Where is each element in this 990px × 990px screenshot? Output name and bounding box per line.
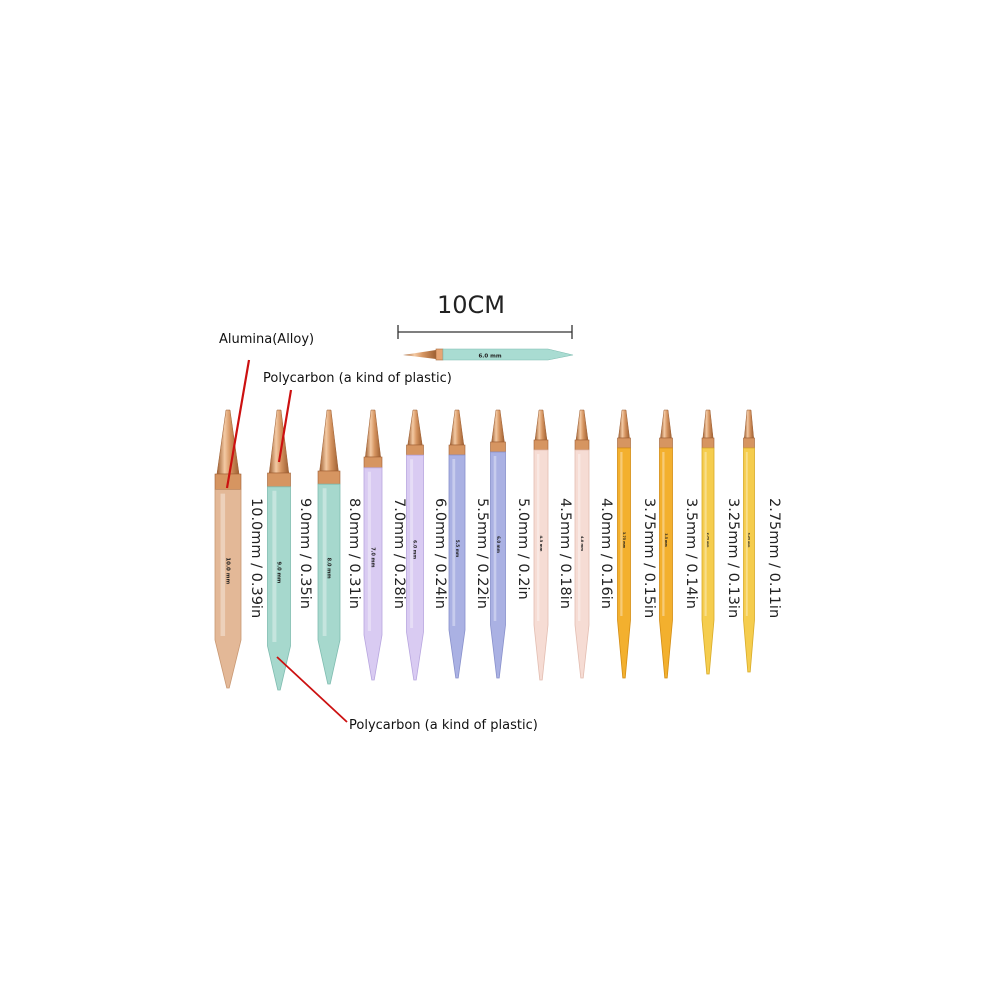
sample-needle-shaft <box>442 348 574 361</box>
needle-7: 6.0 mm 5.0mm / 0.2in <box>490 409 531 679</box>
needle-copper-tip <box>618 409 630 439</box>
needle-shaft <box>214 489 242 689</box>
callout-cable-end-label: Polycarbon (a kind of plastic) <box>263 371 452 386</box>
callout-shaft-label: Polycarbon (a kind of plastic) <box>349 718 538 733</box>
needle-3: 8.0 mm 8.0mm / 0.31in <box>317 409 362 685</box>
needle-shaft <box>617 447 631 679</box>
needle-shaft <box>701 447 715 675</box>
needle-1: 10.0 mm 10.0mm / 0.39in <box>214 409 264 689</box>
needle-copper-tip <box>319 409 339 472</box>
needle-size-label: 2.75mm / 0.11in <box>766 498 782 618</box>
needle-size-label: 5.0mm / 0.2in <box>515 498 531 600</box>
needle-11: 3.5 mm 3.5mm / 0.14in <box>659 409 699 679</box>
needle-2: 9.0 mm 9.0mm / 0.35in <box>267 409 313 691</box>
needle-shaft <box>743 447 755 673</box>
needle-copper-tip <box>575 409 589 441</box>
needle-shaft <box>490 451 506 679</box>
scale-label: 10CM <box>437 291 505 319</box>
needle-size-label: 4.0mm / 0.16in <box>598 498 614 609</box>
needle-row: 10.0 mm 10.0mm / 0.39in 9.0 mm 9.0mm / 0.35… <box>214 409 782 691</box>
needle-body-text: 4.5 mm <box>539 536 544 552</box>
needle-ferrule <box>406 444 424 456</box>
needle-copper-tip <box>365 409 381 458</box>
needle-body-text: 9.0 mm <box>276 561 282 583</box>
sample-needle-text: 6.0 mm <box>478 354 501 360</box>
needle-4: 7.0 mm 7.0mm / 0.28in <box>363 409 407 681</box>
needle-size-label: 7.0mm / 0.28in <box>391 498 407 609</box>
needle-size-label: 8.0mm / 0.31in <box>346 498 362 609</box>
callout-line-tip <box>225 359 251 489</box>
callout-cable-end: Polycarbon (a kind of plastic) <box>263 371 452 463</box>
needle-body-text: 3.5 mm <box>664 533 668 547</box>
needle-ferrule <box>743 437 755 449</box>
needle-body-text: 8.0 mm <box>326 558 332 579</box>
callout-line-shaft <box>276 656 348 723</box>
needle-size-label: 3.25mm / 0.13in <box>725 498 741 618</box>
scale-sample-needle: 6.0 mm <box>403 348 574 361</box>
needle-13: 3.25 mm 2.75mm / 0.11in <box>743 409 782 673</box>
needle-shaft <box>448 454 466 679</box>
sample-needle-tip <box>403 350 436 359</box>
needle-size-label: 5.5mm / 0.22in <box>474 498 490 609</box>
needle-body-text: 3.75 mm <box>622 532 626 549</box>
needle-copper-tip <box>744 409 754 439</box>
needle-body-text: 2.75 mm <box>706 533 710 548</box>
needle-body-text: 6.0 mm <box>496 536 501 553</box>
needle-ferrule <box>617 437 631 449</box>
needle-copper-tip <box>702 409 714 439</box>
needle-ferrule <box>267 472 291 488</box>
callout-tip: Alumina(Alloy) <box>219 332 314 489</box>
needle-size-label: 10.0mm / 0.39in <box>248 498 264 618</box>
needle-8: 4.5 mm 4.5mm / 0.18in <box>533 409 573 681</box>
needle-ferrule <box>659 437 673 449</box>
needle-size-label: 3.5mm / 0.14in <box>683 498 699 609</box>
needle-body-text: 10.0 mm <box>225 557 231 584</box>
needle-body-text: 3.25 mm <box>747 533 751 548</box>
needle-shaft <box>363 467 383 681</box>
needle-shaft <box>533 449 549 681</box>
needle-ferrule <box>317 470 341 485</box>
needle-copper-tip <box>660 409 672 439</box>
needle-ferrule <box>574 439 590 451</box>
needle-6: 5.5 mm 5.5mm / 0.22in <box>448 409 490 679</box>
needle-copper-tip <box>491 409 505 443</box>
needle-ferrule <box>533 439 549 451</box>
needle-body-text: 7.0 mm <box>370 547 376 567</box>
needle-body-text: 5.5 mm <box>455 540 460 558</box>
needle-shaft <box>659 447 673 679</box>
needle-copper-tip <box>534 409 548 441</box>
needle-body-text: 4.0 mm <box>580 536 584 551</box>
callout-shaft: Polycarbon (a kind of plastic) <box>276 656 538 733</box>
sample-needle-ferrule <box>435 348 444 361</box>
needle-size-label: 3.75mm / 0.15in <box>641 498 657 618</box>
needle-12: 2.75 mm 3.25mm / 0.13in <box>701 409 741 675</box>
needle-body-text: 6.0 mm <box>412 540 418 559</box>
needle-ferrule <box>448 444 466 456</box>
callout-line-cable-end <box>277 389 293 463</box>
callout-tip-label: Alumina(Alloy) <box>219 332 314 347</box>
needle-9: 4.0 mm 4.0mm / 0.16in <box>574 409 614 679</box>
needle-copper-tip <box>449 409 465 446</box>
needle-shaft <box>317 483 341 685</box>
needle-ferrule <box>490 441 506 453</box>
needle-5: 6.0 mm 6.0mm / 0.24in <box>406 409 448 681</box>
needle-10: 3.75 mm 3.75mm / 0.15in <box>617 409 657 679</box>
needle-copper-tip <box>407 409 423 446</box>
needle-ferrule <box>701 437 715 449</box>
needle-shaft <box>406 454 424 681</box>
scale-bar: 10CM 6.0 mm <box>397 291 574 361</box>
needle-ferrule <box>363 456 383 469</box>
needle-size-label: 6.0mm / 0.24in <box>432 498 448 609</box>
needle-shaft <box>574 449 590 679</box>
needle-shaft <box>267 486 291 691</box>
needle-size-label: 4.5mm / 0.18in <box>557 498 573 609</box>
needle-size-label: 9.0mm / 0.35in <box>297 498 313 609</box>
